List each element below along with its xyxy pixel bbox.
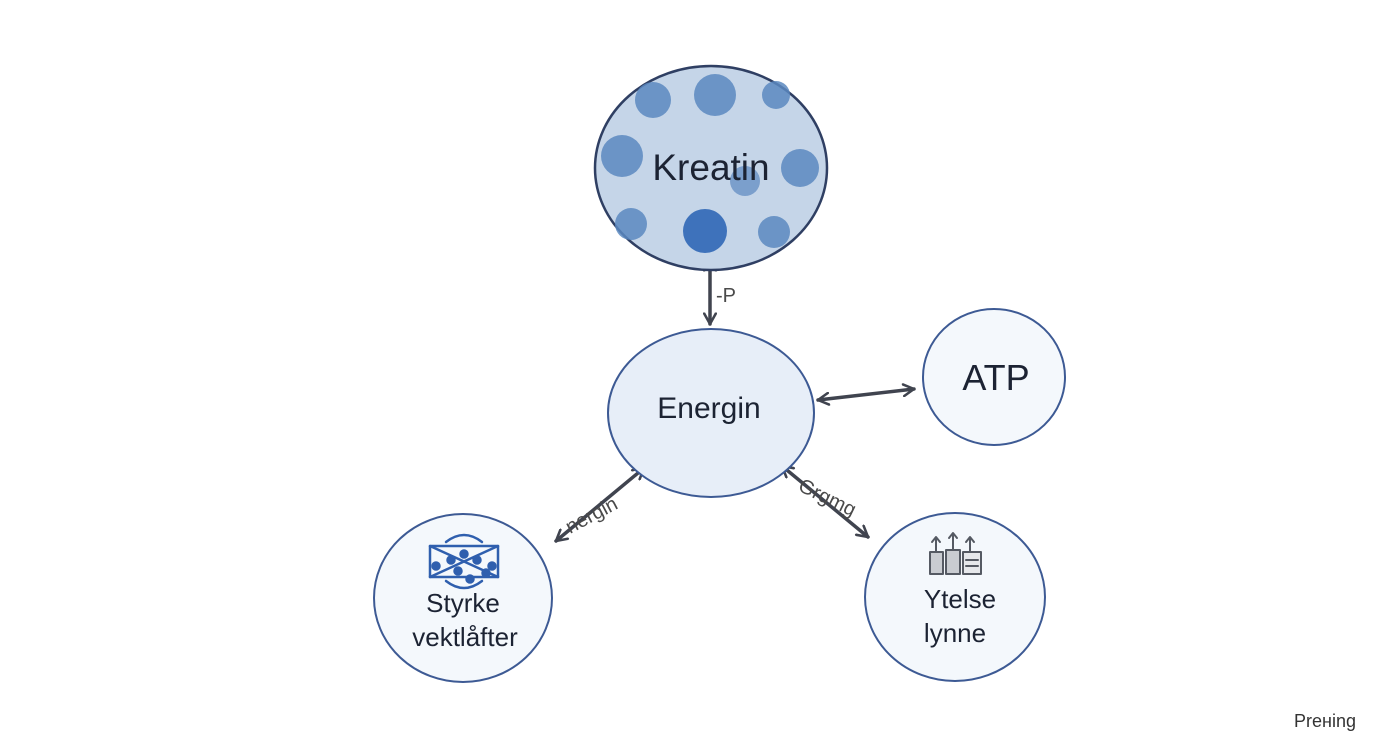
node-ytelse: Ytelse lynne <box>864 512 1046 682</box>
edge-label-energin-styrke: nergin <box>562 493 621 539</box>
performance-bars-icon <box>929 532 982 575</box>
edge-energin-ytelse: Grgmg <box>780 464 870 539</box>
edge-label-kreatin-energin: -P <box>716 285 736 307</box>
node-label-kreatin: Kreatin <box>652 147 769 188</box>
node-atp: ATP <box>922 308 1066 446</box>
node-label-energin: Energin <box>657 392 760 425</box>
weightlifter-network-icon <box>428 533 500 590</box>
edge-label-energin-ytelse: Grgmg <box>795 475 860 522</box>
molecule-dots <box>601 74 819 253</box>
node-label-atp: ATP <box>962 357 1029 398</box>
edge-energin-styrke: nergin <box>554 466 646 543</box>
node-label-styrke-line2: vektlåfter <box>412 622 518 652</box>
node-styrke: Styrke vektlåfter <box>373 513 553 683</box>
node-label-styrke-line1: Styrke <box>426 588 500 618</box>
node-label-ytelse-line1: Ytelse <box>924 584 996 614</box>
edge-energin-atp <box>816 389 916 400</box>
node-kreatin: Kreatin <box>593 64 829 272</box>
node-energin: Energin <box>607 328 815 498</box>
node-label-ytelse-line2: lynne <box>924 618 986 648</box>
footer-label: Preнing <box>1294 711 1356 731</box>
